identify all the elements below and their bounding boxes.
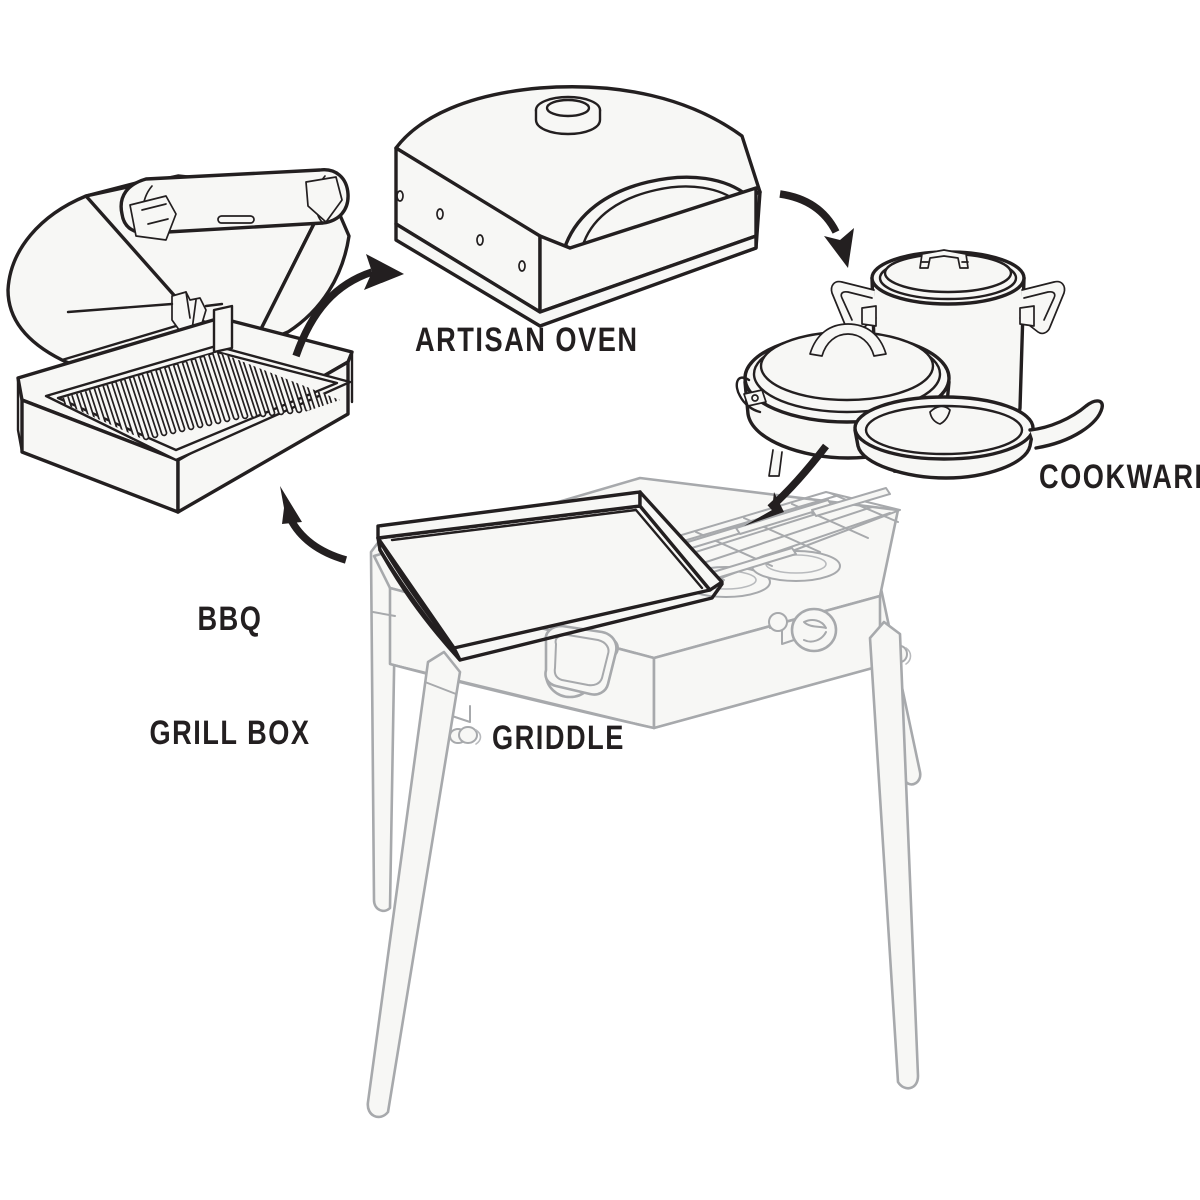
bbq-handle-right-bracket xyxy=(305,176,343,223)
stove-igniter-right xyxy=(768,612,788,632)
dutchoven-lid xyxy=(759,330,935,402)
stove-leg-front-right xyxy=(868,620,920,1090)
stove-leg-joint-left xyxy=(424,681,457,695)
label-bbq-grill-box: BBQ GRILL BOX xyxy=(148,524,312,829)
cookware-illustration xyxy=(735,249,1104,480)
griddle-front-edge xyxy=(378,548,724,662)
dutchoven-lid-handle xyxy=(809,323,887,357)
flow-arrows xyxy=(280,190,854,564)
arrow-oven-to-cookware xyxy=(779,190,854,268)
oven-arch-opening-inner xyxy=(582,185,740,244)
stove-bottom-trim xyxy=(389,663,881,729)
griddle-surface-inner-line xyxy=(390,508,704,590)
stockpot-handle-right-plate xyxy=(1019,305,1035,327)
skillet-handle xyxy=(1028,399,1104,450)
oven-chimney-wall xyxy=(534,108,602,136)
stove-leg-front-left xyxy=(366,650,462,1119)
arrow-bbq-to-oven xyxy=(292,254,404,358)
bbq-lid-hinge-post xyxy=(212,304,234,354)
label-artisan-oven: ARTISAN OVEN xyxy=(415,321,639,359)
bbq-handle-left-bracket xyxy=(129,195,177,241)
label-bbq-grill-box-line2: GRILL BOX xyxy=(149,714,311,753)
bbq-lid-slot xyxy=(217,215,255,224)
bbq-latch-rod xyxy=(66,302,224,314)
stockpot-lid-handle xyxy=(919,249,969,269)
bbq-lid-rim xyxy=(60,318,198,362)
dutchoven-bail-bracket xyxy=(743,389,767,407)
dutchoven-bail-pivot xyxy=(751,394,759,402)
bbq-handle-left-bracket-inner xyxy=(141,203,169,225)
label-cookware: COOKWARE xyxy=(1039,458,1200,496)
stove-leg-knob-left xyxy=(449,726,482,745)
stockpot-handle-left-plate xyxy=(861,305,877,327)
stove-leg-joint-back-left xyxy=(372,611,396,617)
bbq-base-left-edge xyxy=(16,376,24,454)
oven-chimney-inner xyxy=(545,98,591,118)
griddle-right-wall xyxy=(638,490,724,592)
stockpot-handle-right-inner xyxy=(1023,290,1056,321)
label-bbq-grill-box-line1: BBQ xyxy=(197,600,263,639)
oven-base-lower-face xyxy=(394,222,758,328)
label-griddle: GRIDDLE xyxy=(492,719,625,757)
bbq-grill-box-illustration xyxy=(6,168,354,514)
stove-control-knob-right xyxy=(790,607,838,653)
skillet-pour-spout xyxy=(929,405,951,425)
griddle-illustration xyxy=(376,490,724,662)
artisan-oven-illustration xyxy=(394,85,762,328)
stove-carry-handle xyxy=(544,624,618,696)
arrow-griddle-to-bbq xyxy=(280,486,348,564)
oven-base-front-face xyxy=(538,186,758,314)
griddle-back-wall-top xyxy=(376,490,642,528)
dutchoven-bail-handle xyxy=(735,376,762,414)
dutchoven-leg-left xyxy=(768,449,783,477)
stockpot-handle-left-inner xyxy=(840,290,873,321)
stockpot-lid xyxy=(883,252,1013,294)
arrow-cookware-to-griddle xyxy=(744,443,829,526)
oven-base-rivets xyxy=(396,190,526,272)
oven-arch-inner-line xyxy=(564,176,750,246)
